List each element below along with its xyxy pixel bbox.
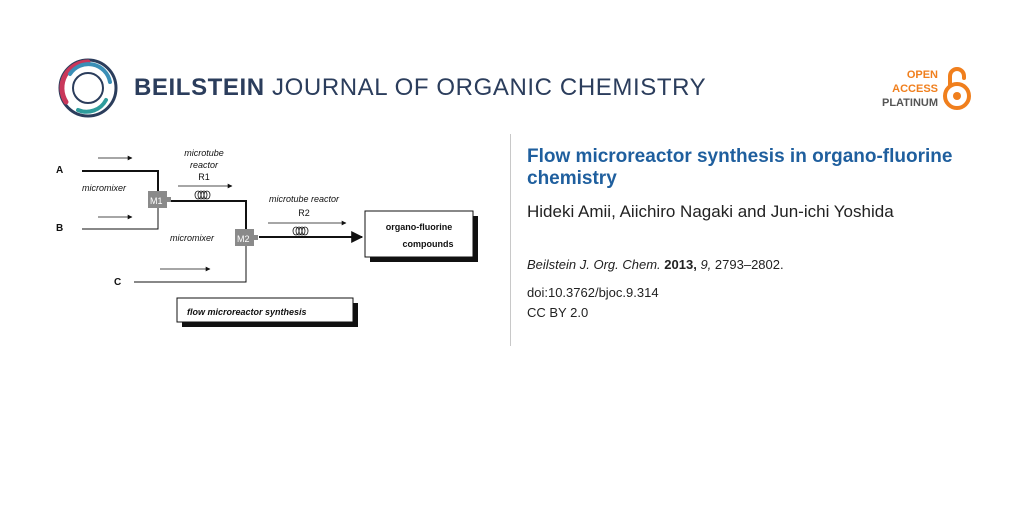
citation-year: 2013, <box>664 257 697 272</box>
journal-abbrev: Beilstein J. Org. Chem. <box>527 257 661 272</box>
open-access-lock-icon <box>943 67 971 110</box>
micromixer-1-label: micromixer <box>82 183 127 193</box>
reactor-2-label: microtube reactor <box>269 194 340 204</box>
citation-volume: 9, <box>700 257 712 272</box>
citation-pages: 2793–2802. <box>714 257 784 272</box>
journal-name-rest: JOURNAL OF ORGANIC CHEMISTRY <box>264 74 707 101</box>
reactor-1-line2: reactor <box>190 160 219 170</box>
mixer-m2-label: M2 <box>237 234 250 244</box>
direction-arrows <box>98 155 347 272</box>
oa-line-open: OPEN <box>906 69 938 81</box>
article-authors: Hideki Amii, Aiichiro Nagaki and Jun-ich… <box>527 202 894 221</box>
article-doi: doi:10.3762/bjoc.9.314 <box>527 285 659 300</box>
oa-line-access: ACCESS <box>892 83 938 95</box>
reactor-coil-r2 <box>292 226 309 236</box>
open-access-badge: OPEN ACCESS PLATINUM <box>882 68 938 110</box>
article-license: CC BY 2.0 <box>527 305 589 320</box>
journal-name-bold: BEILSTEIN <box>134 74 265 101</box>
reactor-1-id: R1 <box>198 172 210 182</box>
caption-text: flow microreactor synthesis <box>187 307 307 317</box>
beilstein-logo-icon <box>58 58 118 118</box>
input-c-label: C <box>114 277 121 288</box>
mixer-m1: M1 <box>148 191 171 208</box>
input-a-label: A <box>56 165 63 176</box>
graphical-abstract: A B C M1 M2 micromixer micromixer mi <box>56 148 478 327</box>
micromixer-2-label: micromixer <box>170 233 215 243</box>
oa-line-platinum: PLATINUM <box>881 97 938 109</box>
column-divider <box>510 134 511 346</box>
product-box: organo-fluorine compounds <box>364 210 478 262</box>
input-b-label: B <box>56 223 63 234</box>
reactor-2-id: R2 <box>298 208 310 218</box>
journal-name: BEILSTEIN JOURNAL OF ORGANIC CHEMISTRY <box>134 74 706 102</box>
mixer-m1-label: M1 <box>150 196 163 206</box>
product-line2: compounds <box>403 239 454 249</box>
article-title: Flow microreactor synthesis in organo-fl… <box>527 146 953 189</box>
reactor-coil-r1 <box>194 190 211 200</box>
flow-lines <box>82 170 364 283</box>
product-line1: organo-fluorine <box>386 222 453 232</box>
caption-box: flow microreactor synthesis <box>176 297 358 327</box>
article-citation: Beilstein J. Org. Chem. 2013, 9, 2793–28… <box>527 257 784 272</box>
reactor-1-line1: microtube <box>184 148 224 158</box>
mixer-m2: M2 <box>235 229 258 246</box>
